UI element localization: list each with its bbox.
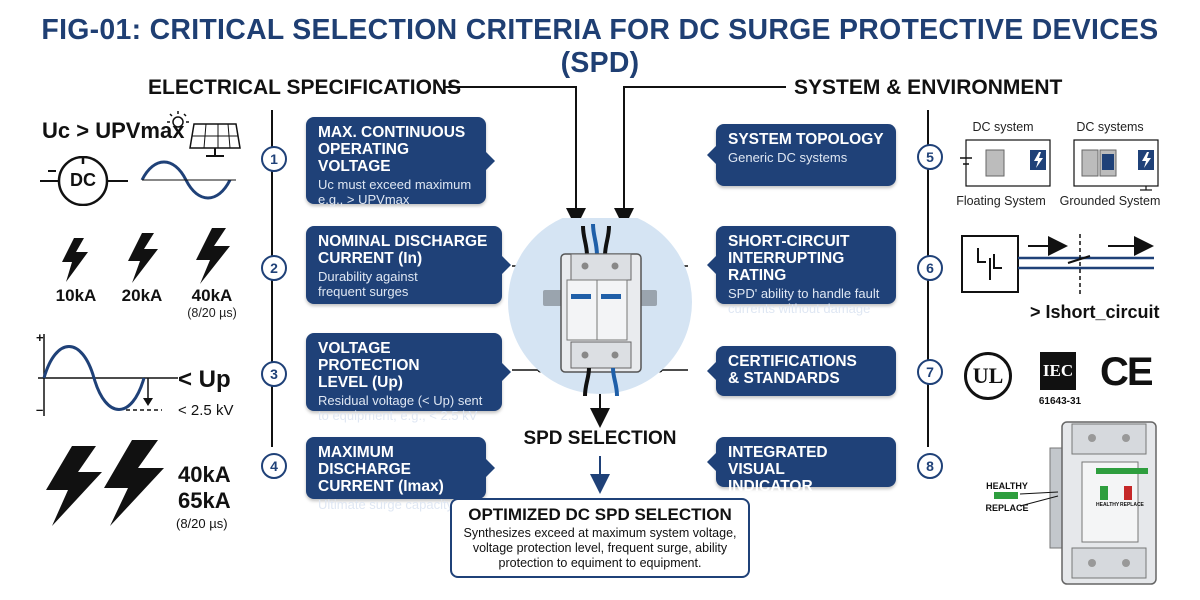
- topology-diagrams: [960, 139, 1159, 191]
- card-certifications-standards: CERTIFICATIONS & STANDARDS: [707, 346, 896, 396]
- section-system-environment: SYSTEM & ENVIRONMENT: [794, 76, 1063, 99]
- card-6-body-line2: currents without damage: [728, 301, 871, 316]
- number-badge-8: 8: [917, 453, 943, 479]
- card-6-heading-line2: INTERRUPTING RATING: [728, 250, 845, 284]
- grounded-system-label: Grounded System: [1059, 194, 1161, 208]
- card-2-heading-line2: CURRENT (In): [318, 250, 423, 267]
- number-badge-4: 4: [261, 453, 287, 479]
- number-badge-6: 6: [917, 255, 943, 281]
- uc-formula-label: Uc > UPVmax: [42, 118, 185, 143]
- number-badge-2: 2: [261, 255, 287, 281]
- replace-label: REPLACE: [985, 503, 1029, 513]
- big-waveform-label: (8/20 µs): [176, 516, 228, 531]
- ka-40-waveform-label: (8/20 µs): [187, 306, 237, 320]
- card-max-continuous-operating-voltage: MAX. CONTINUOUS OPERATING VOLTAGE Uc mus…: [306, 117, 495, 207]
- card-2-body-line2: frequent surges: [318, 284, 409, 299]
- card-8-heading-line1: INTEGRATED VISUAL: [728, 444, 828, 478]
- card-1-heading-line1: MAX. CONTINUOUS: [318, 124, 466, 141]
- card-3-heading-line1: VOLTAGE PROTECTION: [318, 340, 420, 374]
- device-replace-label: REPLACE: [1120, 502, 1144, 508]
- ka-40-label: 40kA: [191, 286, 233, 305]
- card-5-body-line1: Generic DC systems: [728, 150, 848, 165]
- card-nominal-discharge-current: NOMINAL DISCHARGE CURRENT (In) Durabilit…: [306, 226, 511, 304]
- ka-20-label: 20kA: [121, 286, 163, 305]
- card-4-body-line1: Ultimate surge capacity: [318, 497, 454, 512]
- dc-label: DC: [70, 170, 96, 190]
- number-badge-5: 5: [917, 144, 943, 170]
- number-badge-3: 3: [261, 361, 287, 387]
- lightning-big-icon-2: [104, 440, 164, 526]
- number-badge-1: 1: [261, 146, 287, 172]
- card-7-heading-line1: CERTIFICATIONS: [728, 353, 857, 370]
- optimized-line-1: Synthesizes exceed at maximum system vol…: [463, 526, 737, 540]
- card-3-heading-line2: LEVEL (Up): [318, 374, 403, 391]
- spd-indicator-device-illustration: [1049, 421, 1157, 585]
- plus-label: +: [36, 330, 44, 345]
- sine-wave-icon: [140, 160, 236, 200]
- card-3-body-line1: Residual voltage (< Up) sent: [318, 393, 483, 408]
- spd-device-illustration: [508, 218, 692, 397]
- card-4-heading-line2: CURRENT (Imax): [318, 478, 444, 495]
- card-1-body-line2: e.g., > UPVmax: [318, 192, 410, 207]
- ka-10-label: 10kA: [55, 286, 97, 305]
- floating-system-label: Floating System: [956, 194, 1046, 208]
- ul-logo-icon: UL: [964, 352, 1012, 400]
- dc-system-label: DC system: [972, 120, 1034, 134]
- spd-selection-label: SPD SELECTION: [523, 428, 677, 449]
- card-1-heading-line2: OPERATING VOLTAGE: [318, 141, 409, 175]
- card-3-body-line2: to equipment, e.g., < 2.5 kV: [318, 408, 478, 423]
- optimized-line-2: voltage protection level, frequent surge…: [472, 541, 728, 555]
- minus-label: –: [36, 402, 44, 417]
- figure-title: FIG-01: CRITICAL SELECTION CRITERIA FOR …: [41, 14, 1159, 79]
- card-7-heading-line2: & STANDARDS: [728, 370, 840, 387]
- optimized-selection-box: OPTIMIZED DC SPD SELECTION Synthesizes e…: [450, 498, 750, 578]
- card-2-heading-line1: NOMINAL DISCHARGE: [318, 233, 488, 250]
- up-label: < Up: [178, 366, 231, 393]
- card-8-heading-line2: INDICATOR: [728, 478, 813, 495]
- card-system-topology: SYSTEM TOPOLOGY Generic DC systems: [707, 124, 896, 186]
- lightning-big-icon-1: [46, 446, 102, 526]
- short-circuit-current-label: > Ishort_circuit: [1030, 302, 1160, 322]
- dc-source-icon: [40, 156, 128, 206]
- card-2-body-line1: Durability against: [318, 269, 418, 284]
- card-6-body-line1: SPD' ability to handle fault: [728, 286, 880, 301]
- short-circuit-breaker-icon: [961, 234, 1154, 294]
- arrow-system-to-spd: [614, 86, 786, 228]
- solar-panel-icon: [167, 111, 241, 157]
- device-healthy-label: HEALTHY: [1096, 502, 1120, 508]
- optimized-selection-heading: OPTIMIZED DC SPD SELECTION: [468, 505, 732, 524]
- residual-voltage-waveform-icon: [38, 334, 178, 416]
- lightning-large-icon: [196, 228, 230, 284]
- card-1-body-line1: Uc must exceed maximum: [318, 177, 472, 192]
- card-voltage-protection-level: VOLTAGE PROTECTION LEVEL (Up) Residual v…: [306, 333, 511, 423]
- lightning-medium-icon: [128, 233, 158, 283]
- ka-65-big-label: 65kA: [178, 488, 231, 513]
- card-5-heading-line1: SYSTEM TOPOLOGY: [728, 131, 884, 148]
- dc-systems-label: DC systems: [1076, 120, 1144, 134]
- up-value-label: < 2.5 kV: [178, 402, 234, 419]
- iec-logo-icon: IEC: [1040, 352, 1076, 390]
- arrow-electrical-to-spd: [445, 86, 586, 228]
- card-4-heading-line1: MAXIMUM DISCHARGE: [318, 444, 412, 478]
- ce-mark-icon: CE: [1100, 350, 1154, 394]
- card-short-circuit-interrupting-rating: SHORT-CIRCUIT INTERRUPTING RATING SPD' a…: [707, 226, 896, 316]
- card-maximum-discharge-current: MAXIMUM DISCHARGE CURRENT (Imax) Ultimat…: [306, 437, 495, 512]
- card-6-heading-line1: SHORT-CIRCUIT: [728, 233, 850, 250]
- healthy-indicator-swatch: [994, 492, 1018, 499]
- ka-40-big-label: 40kA: [178, 462, 231, 487]
- section-electrical-specifications: ELECTRICAL SPECIFICATIONS: [148, 76, 462, 99]
- indicator-leader-lines: [1020, 491, 1059, 507]
- healthy-label: HEALTHY: [986, 481, 1028, 491]
- optimized-line-3: protection to equiment to equipment.: [498, 556, 702, 570]
- lightning-small-icon: [62, 238, 88, 282]
- number-badge-7: 7: [917, 359, 943, 385]
- iec-standard-number: 61643-31: [1038, 396, 1082, 407]
- card-integrated-visual-indicator: INTEGRATED VISUAL INDICATOR: [707, 437, 896, 495]
